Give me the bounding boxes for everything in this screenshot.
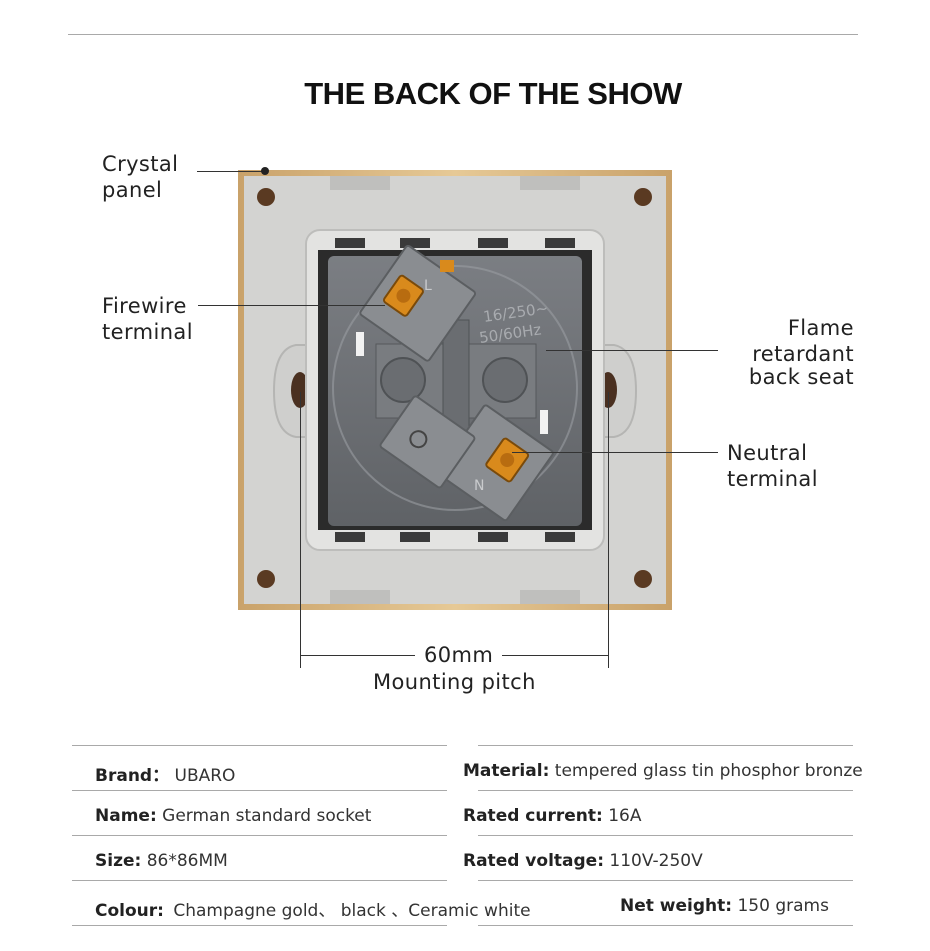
live-terminal-block (359, 244, 477, 362)
spec-rated-voltage: Rated voltage: 110V-250V (463, 851, 703, 871)
ground-terminal-block (379, 395, 476, 489)
dimension-extension-right (608, 392, 609, 668)
spec-net-weight: Net weight: 150 grams (620, 896, 829, 916)
dimension-value: 60mm (424, 643, 494, 667)
corner-hole-br (634, 570, 652, 588)
dimension-line-right (502, 655, 608, 656)
leader-dot-crystal-panel (261, 167, 269, 175)
spec-name: Name: German standard socket (95, 806, 372, 826)
callout-neutral-terminal: Neutral terminal (727, 441, 818, 491)
spec-rule-left-2 (72, 790, 447, 791)
corner-hole-bl (257, 570, 275, 588)
dimension-line-left (300, 655, 415, 656)
neutral-letter: N (474, 478, 484, 494)
leader-firewire-terminal (198, 305, 385, 306)
top-divider (68, 34, 858, 35)
corner-hole-tr (634, 188, 652, 206)
spec-rule-left-3 (72, 835, 447, 836)
live-letter: L (424, 278, 432, 294)
spec-rule-left-4 (72, 880, 447, 881)
spec-size: Size: 86*86MM (95, 851, 228, 871)
spec-material: Material: tempered glass tin phosphor br… (463, 761, 863, 781)
socket-back-illustration: 16/250~ 50/60Hz L N (238, 170, 672, 610)
spec-rule-right-4 (478, 880, 853, 881)
spec-rule-right-1 (478, 745, 853, 746)
spec-rule-left-1 (72, 745, 447, 746)
pin-right (482, 357, 528, 403)
spec-rated-current: Rated current: 16A (463, 806, 642, 826)
callout-firewire-terminal: Firewire terminal (102, 294, 193, 344)
spec-rule-right-2 (478, 790, 853, 791)
callout-flame-retardant: Flame retardant back seat (748, 316, 854, 389)
corner-hole-tl (257, 188, 275, 206)
leader-neutral-terminal (512, 452, 718, 453)
spec-rule-right-5 (478, 925, 853, 926)
leader-flame-retardant (546, 350, 718, 351)
dimension-caption: Mounting pitch (373, 670, 536, 694)
spec-rule-right-3 (478, 835, 853, 836)
callout-crystal-panel: Crystal panel (102, 152, 179, 202)
mounting-hole-left (291, 372, 309, 408)
leader-crystal-panel (197, 171, 265, 172)
spec-rule-left-5 (72, 925, 447, 926)
spec-brand: Brand： UBARO (95, 766, 236, 786)
page-title: THE BACK OF THE SHOW (304, 76, 682, 111)
dimension-extension-left (300, 392, 301, 668)
spec-colour: Colour: Champagne gold、 black 、Ceramic w… (95, 901, 531, 921)
pin-left (380, 357, 426, 403)
